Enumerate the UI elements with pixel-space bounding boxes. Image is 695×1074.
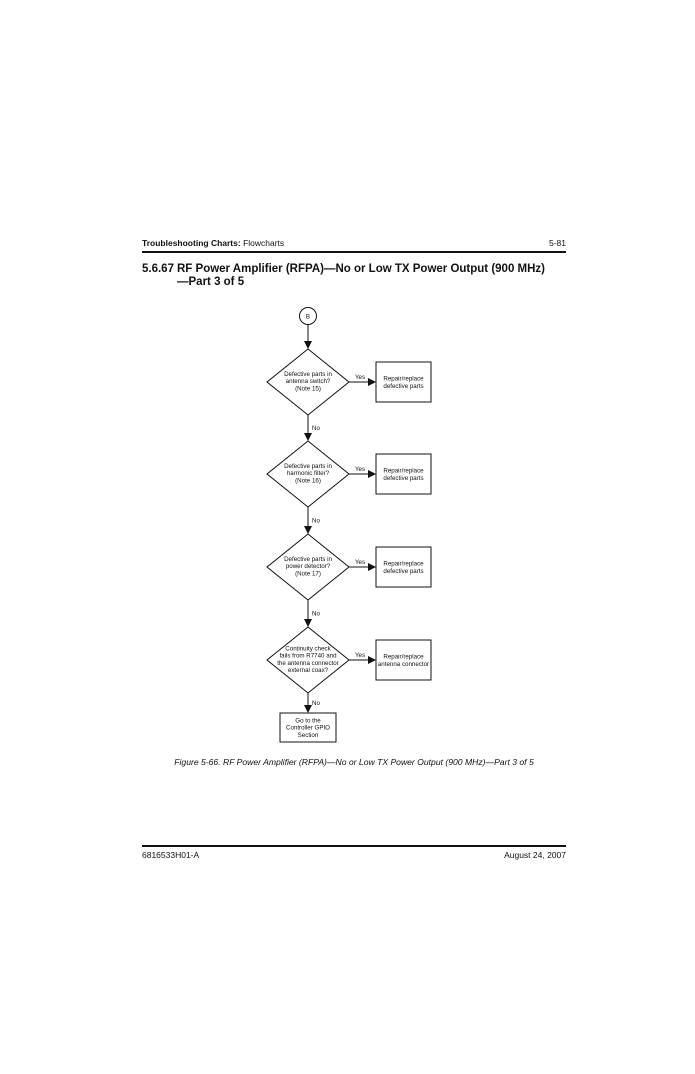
decision-label: Defective parts in bbox=[284, 463, 332, 470]
page-header: Troubleshooting Charts: Flowcharts 5-81 bbox=[142, 237, 566, 251]
action-label: defective parts bbox=[383, 475, 423, 482]
final-step-label: Section bbox=[298, 732, 319, 739]
final-step-label: Go to the bbox=[295, 718, 321, 725]
final-step-label: Controller GPIO bbox=[286, 725, 330, 732]
publication-date: August 24, 2007 bbox=[504, 850, 566, 860]
header-section-bold: Troubleshooting Charts: bbox=[142, 238, 241, 248]
action-label: Repair/replace bbox=[383, 468, 424, 475]
action-box bbox=[375, 546, 432, 588]
decision-label: external coax? bbox=[288, 667, 329, 674]
yes-label: Yes bbox=[355, 559, 365, 566]
no-label: No bbox=[312, 518, 320, 525]
no-label: No bbox=[312, 425, 320, 432]
header-section-rest: Flowcharts bbox=[240, 238, 285, 248]
yes-label: Yes bbox=[355, 652, 365, 659]
final-step-box bbox=[279, 712, 337, 743]
header-section: Troubleshooting Charts: Flowcharts bbox=[142, 238, 284, 248]
decision-label: the antenna connector bbox=[277, 660, 339, 667]
action-box bbox=[375, 639, 432, 681]
connector-label: B bbox=[306, 314, 310, 321]
figure-caption: Figure 5-66. RF Power Amplifier (RFPA)—N… bbox=[174, 757, 534, 767]
yes-label: Yes bbox=[355, 466, 365, 473]
section-title-line2: —Part 3 of 5 bbox=[177, 276, 245, 288]
action-box bbox=[375, 453, 432, 495]
footer-rule bbox=[142, 845, 566, 847]
decision-label: (Note 15) bbox=[295, 385, 321, 392]
action-label: antenna connector bbox=[378, 661, 429, 668]
action-label: Repair/replace bbox=[383, 376, 424, 383]
action-label: defective parts bbox=[383, 568, 423, 575]
action-box bbox=[375, 361, 432, 403]
connector-circle bbox=[299, 307, 317, 325]
no-label: No bbox=[312, 611, 320, 618]
decision-label: (Note 16) bbox=[295, 477, 321, 484]
decision-label: Continuity check bbox=[285, 645, 331, 652]
action-label: Repair/replace bbox=[383, 654, 424, 661]
decision-label: antenna switch? bbox=[286, 378, 331, 385]
no-label: No bbox=[312, 700, 320, 707]
section-number: 5.6.67 bbox=[142, 263, 174, 275]
doc-number: 6816533H01-A bbox=[142, 850, 200, 860]
action-label: defective parts bbox=[383, 383, 423, 390]
header-rule bbox=[142, 251, 566, 253]
decision-label: Defective parts in bbox=[284, 371, 332, 378]
decision-label: Defective parts in bbox=[284, 556, 332, 563]
action-label: Repair/replace bbox=[383, 561, 424, 568]
decision-label: (Note 17) bbox=[295, 570, 321, 577]
decision-label: power detector? bbox=[286, 563, 331, 570]
decision-label: harmonic filter? bbox=[287, 470, 330, 477]
yes-label: Yes bbox=[355, 374, 365, 381]
decision-label: fails from R7740 and bbox=[279, 653, 337, 660]
page-number: 5-81 bbox=[548, 238, 566, 248]
section-title-line1: RF Power Amplifier (RFPA)—No or Low TX P… bbox=[177, 263, 546, 275]
